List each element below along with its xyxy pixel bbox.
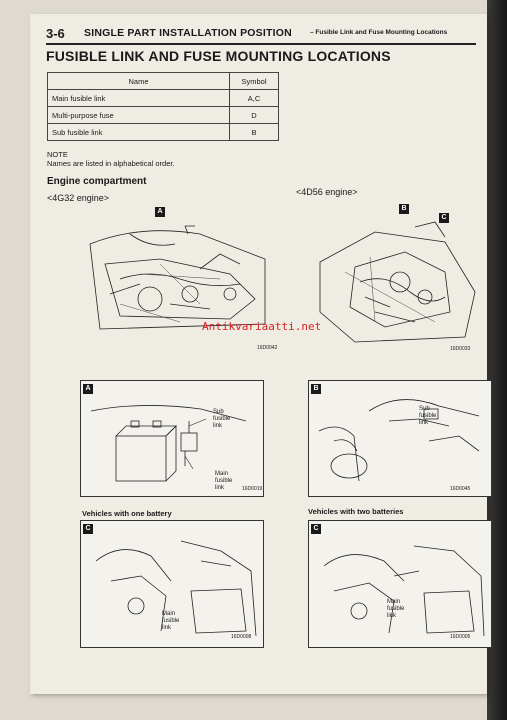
engine-4g32-illustration <box>80 204 280 354</box>
table-cell-name: Main fusible link <box>47 89 230 107</box>
detail-c2-box <box>308 520 492 648</box>
note-block: NOTE Names are listed in alphabetical or… <box>47 150 175 168</box>
legend-table: Name Symbol Main fusible link A,C Multi-… <box>47 72 279 141</box>
column-header-name: Name <box>47 72 230 90</box>
vehicle-heading-two-batteries: Vehicles with two batteries <box>308 507 404 516</box>
header-rule <box>46 43 476 45</box>
table-cell-name: Multi-purpose fuse <box>47 106 230 124</box>
page-header: 3-6 SINGLE PART INSTALLATION POSITION – … <box>46 26 466 42</box>
table-row: Multi-purpose fuse D <box>47 106 279 124</box>
vehicle-heading-one-battery: Vehicles with one battery <box>82 509 172 518</box>
detail-b-box <box>308 380 492 497</box>
table-row: Sub fusible link B <box>47 123 279 141</box>
callout-tag-b: B <box>399 204 409 214</box>
table-cell-symbol: D <box>229 106 279 124</box>
detail-a-box <box>80 380 264 497</box>
header-subtitle: – Fusible Link and Fuse Mounting Locatio… <box>310 29 448 36</box>
callout-tag-a: A <box>155 207 165 217</box>
figure-code: 16D0008 <box>231 634 252 640</box>
main-fusible-link-label: Main fusible link <box>215 471 233 491</box>
main-fusible-link-label: Main fusible link <box>162 611 180 631</box>
header-title: SINGLE PART INSTALLATION POSITION <box>84 27 292 39</box>
page-title: FUSIBLE LINK AND FUSE MOUNTING LOCATIONS <box>46 48 391 64</box>
figure-code: 16D0033 <box>450 346 471 352</box>
figure-code: 16D0019 <box>242 486 263 492</box>
note-label: NOTE <box>47 150 68 159</box>
figure-code: 16D0005 <box>450 634 471 640</box>
watermark: Antikvariaatti.net <box>202 320 322 333</box>
section-number: 3-6 <box>46 26 65 41</box>
main-fusible-link-label: Main fusible link <box>387 599 405 619</box>
manual-page: 3-6 SINGLE PART INSTALLATION POSITION – … <box>30 14 492 694</box>
table-cell-symbol: B <box>229 123 279 141</box>
note-text: Names are listed in alphabetical order. <box>47 159 175 168</box>
table-header-row: Name Symbol <box>47 72 279 90</box>
detail-c1-box <box>80 520 264 648</box>
callout-tag-c: C <box>439 213 449 223</box>
table-row: Main fusible link A,C <box>47 89 279 107</box>
page-edge-shadow <box>487 0 507 720</box>
sub-fusible-link-label: Sub fusible link <box>419 406 437 426</box>
section-heading: Engine compartment <box>47 176 147 187</box>
engine-label-4d56: <4D56 engine> <box>296 187 358 197</box>
figure-code: 16D0045 <box>450 486 471 492</box>
sub-fusible-link-label: Sub fusible link <box>213 409 231 429</box>
column-header-symbol: Symbol <box>229 72 279 90</box>
table-cell-symbol: A,C <box>229 89 279 107</box>
engine-label-4g32: <4G32 engine> <box>47 193 110 203</box>
figure-code: 16D0042 <box>257 345 278 351</box>
callout-tag-b: B <box>311 384 321 394</box>
table-cell-name: Sub fusible link <box>47 123 230 141</box>
callout-tag-c: C <box>83 524 93 534</box>
callout-tag-c: C <box>311 524 321 534</box>
engine-4d56-illustration <box>315 212 480 352</box>
callout-tag-a: A <box>83 384 93 394</box>
